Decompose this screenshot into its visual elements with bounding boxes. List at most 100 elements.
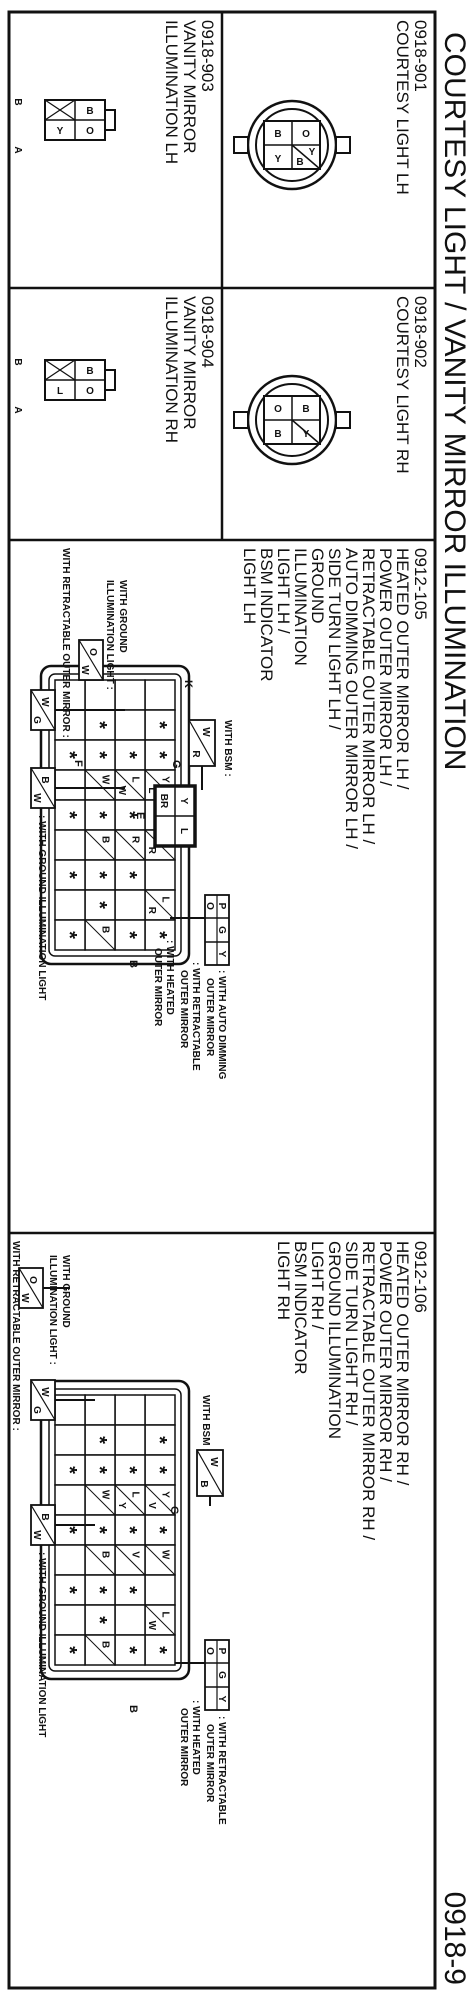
description-line: SIDE TURN LIGHT LH / [325,548,344,730]
cell-outer-mirror-lh: 0912-105 HEATED OUTER MIRROR LH /POWER O… [30,548,430,1080]
page-number: 0918-9 [438,1892,471,1985]
svg-text:WITH RETRACTABLE OUTER MIRROR: WITH RETRACTABLE OUTER MIRROR : [10,1241,21,1431]
connector-cavity [114,889,146,921]
svg-text:*: * [88,901,110,909]
svg-text:R: R [146,847,157,855]
cell-description: HEATED OUTER MIRROR LH /POWER OUTER MIRR… [240,548,412,849]
svg-text:O: O [27,1276,38,1284]
svg-text:B: B [274,429,281,440]
svg-text:W: W [99,1490,110,1500]
svg-text:Y: Y [216,951,227,958]
svg-text:WITH RETRACTABLE OUTER MIRROR: WITH RETRACTABLE OUTER MIRROR : [60,548,71,738]
svg-text:*: * [58,1586,80,1594]
cell-title-2: ILLUMINATION RH [162,296,181,443]
connector-cavity [114,679,146,711]
svg-text:O: O [204,902,215,910]
svg-text:B: B [99,926,110,933]
wire-box-ground-right: B W : WITH GROUND ILLUMINATION LIGHT [30,767,125,1000]
svg-text:R: R [146,907,157,915]
svg-text:W: W [116,786,127,796]
cell-description: HEATED OUTER MIRROR RH /POWER OUTER MIRR… [274,1241,412,1540]
svg-text:P: P [216,903,227,910]
svg-text:B: B [99,836,110,843]
description-line: AUTO DIMMING OUTER MIRROR LH / [342,548,361,849]
wire-box-yellow-brown: Y BR L E [134,784,197,848]
svg-text:*: * [58,811,80,819]
svg-text:Y: Y [275,154,282,165]
connector-cavity [54,1424,86,1456]
description-line: BSM INDICATOR [291,1241,310,1375]
multi-pin-connector-lh: **YL*WRLR**LW*R****W*B**B**** [39,664,191,966]
cell-title: VANITY MIRROR [180,20,199,154]
cell-code: 0912-105 [411,548,430,620]
svg-text:*: * [118,1526,140,1534]
svg-text:OUTER MIRROR: OUTER MIRROR [178,970,189,1049]
svg-text:*: * [88,1526,110,1534]
svg-text:*: * [148,1436,170,1444]
svg-text:W: W [39,1387,50,1397]
svg-text:*: * [88,751,110,759]
description-line: RETRACTABLE OUTER MIRROR LH / [359,548,378,845]
svg-text:O: O [87,648,98,656]
svg-text:L: L [57,386,63,397]
svg-text:B: B [198,1480,209,1487]
svg-text:L: L [146,787,157,793]
description-line: GROUND [308,548,327,624]
svg-text:O: O [86,386,94,397]
svg-text:O: O [302,129,310,140]
svg-text:*: * [58,1646,80,1654]
svg-text:R: R [190,750,201,758]
cell-code: 0918-903 [198,20,217,92]
svg-text:*: * [58,751,80,759]
svg-text:*: * [88,1586,110,1594]
svg-text:B: B [99,1551,110,1558]
connector-cavity [144,1394,176,1426]
svg-text:WITH GROUND: WITH GROUND [60,1255,71,1328]
svg-text:*: * [148,931,170,939]
cell-code: 0918-904 [198,296,217,368]
cell-outer-mirror-rh: 0912-106 HEATED OUTER MIRROR RH /POWER O… [10,1241,430,1825]
svg-text:*: * [148,1646,170,1654]
svg-text:: WITH RETRACTABLE: : WITH RETRACTABLE [216,1716,227,1825]
connector-cavity [54,1604,86,1636]
svg-text:BR: BR [158,794,169,809]
description-line: LIGHT LH [240,548,259,624]
svg-text:L: L [159,897,170,903]
round-connector: B O Y B Y [232,99,352,191]
svg-text:O: O [86,126,94,137]
cell-courtesy-light-lh: 0918-901 COURTESY LIGHT LH B O Y B Y [232,20,430,195]
svg-text:B: B [302,404,309,415]
svg-text:*: * [118,871,140,879]
vanity-connector: B O Y [44,99,116,141]
connector-cavity [54,919,86,951]
connector-cavity [54,1544,86,1576]
wire-box-bsm: WITH BSM : W R G [170,719,233,790]
svg-text:P: P [216,1648,227,1655]
svg-text:Y: Y [309,147,316,158]
svg-text:B: B [39,776,50,783]
description-line: SIDE TURN LIGHT RH / [342,1241,361,1426]
cell-code: 0918-901 [411,20,430,92]
svg-text:WITH BSM :: WITH BSM : [200,1395,211,1452]
svg-text:: WITH HEATED: : WITH HEATED [164,940,175,1015]
svg-text:WITH GROUND: WITH GROUND [117,580,128,653]
description-line: LIGHT RH / [308,1241,327,1330]
svg-text:B: B [127,960,139,968]
svg-text:*: * [118,1646,140,1654]
round-connector: O B B Y [232,374,352,466]
svg-text:W: W [99,775,110,785]
wire-box-ground-light: WITH GROUND ILLUMINATION LIGHT : O W [18,1255,71,1365]
svg-text:L: L [129,777,140,783]
svg-text:B: B [127,1705,139,1713]
svg-text:B: B [12,358,23,365]
wire-box-bsm: WITH BSM : W B G [168,1395,224,1515]
svg-text:*: * [58,1466,80,1474]
cell-vanity-mirror-lh: 0918-903 VANITY MIRROR ILLUMINATION LH B… [12,20,217,164]
svg-text:: WITH HEATED: : WITH HEATED [190,1700,201,1775]
svg-text:G: G [31,716,42,724]
svg-text:B: B [99,1641,110,1648]
svg-text:Y: Y [178,798,189,805]
svg-text:*: * [148,1466,170,1474]
svg-text:G: G [216,1671,227,1679]
